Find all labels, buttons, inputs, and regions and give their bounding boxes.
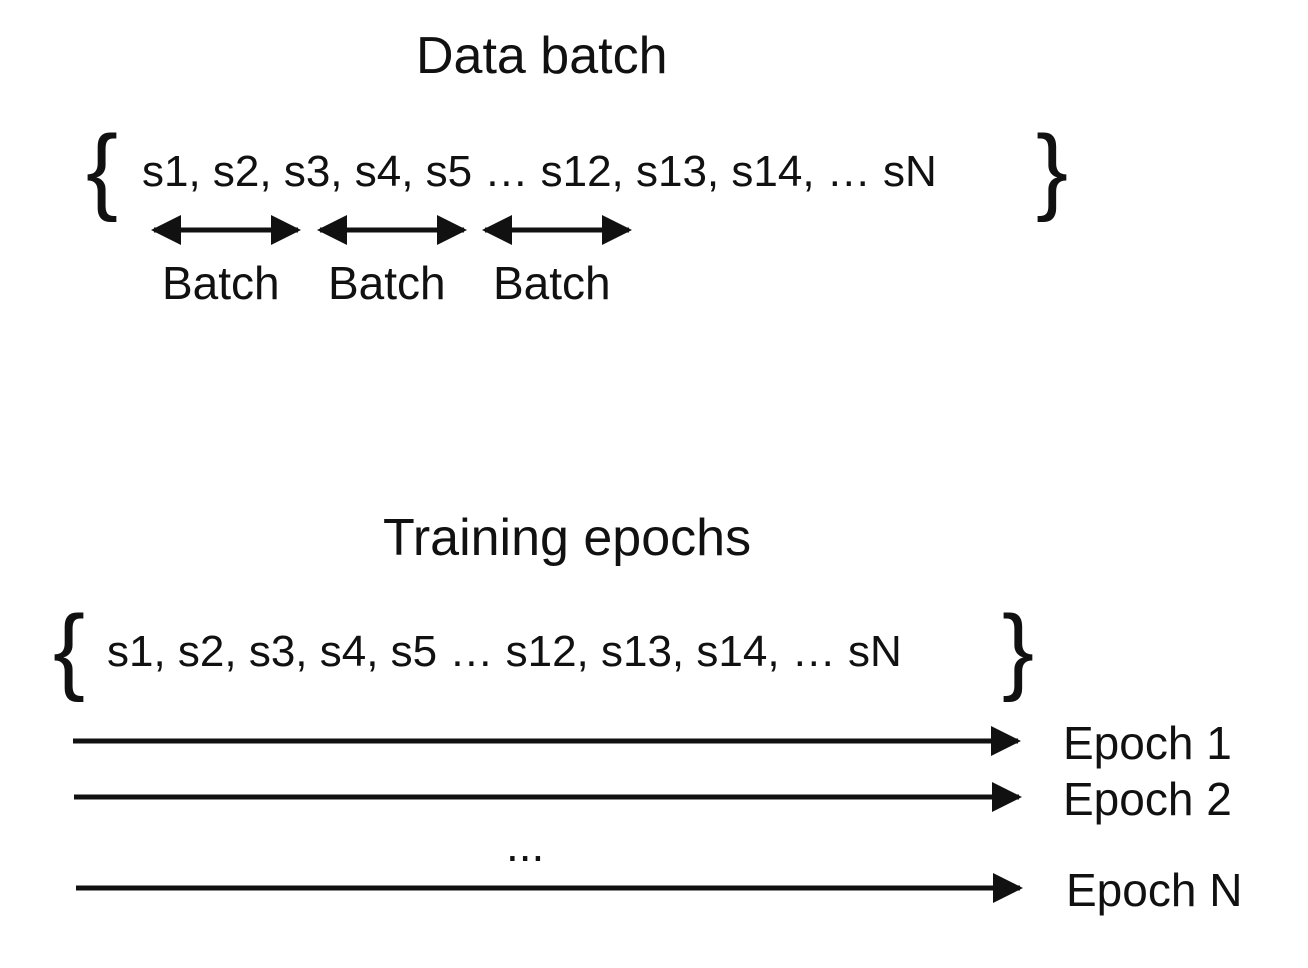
top-sample-sequence: s1, s2, s3, s4, s5 … s12, s13, s14, … sN <box>142 147 937 196</box>
epoch-ellipsis: ... <box>506 819 545 871</box>
bottom-close-brace: } <box>1002 596 1035 703</box>
bottom-open-brace: { <box>53 596 86 703</box>
training-epochs-title: Training epochs <box>383 509 752 567</box>
epoch-label-n: Epoch N <box>1066 864 1243 916</box>
epoch-label-2: Epoch 2 <box>1063 773 1232 825</box>
data-batch-title: Data batch <box>416 27 668 85</box>
bottom-sample-sequence: s1, s2, s3, s4, s5 … s12, s13, s14, … sN <box>107 627 902 676</box>
batch-label-3: Batch <box>493 257 611 309</box>
epoch-label-1: Epoch 1 <box>1063 717 1232 769</box>
batch-label-1: Batch <box>162 257 280 309</box>
top-close-brace: } <box>1036 116 1069 223</box>
batch-label-2: Batch <box>328 257 446 309</box>
top-open-brace: { <box>86 116 119 223</box>
